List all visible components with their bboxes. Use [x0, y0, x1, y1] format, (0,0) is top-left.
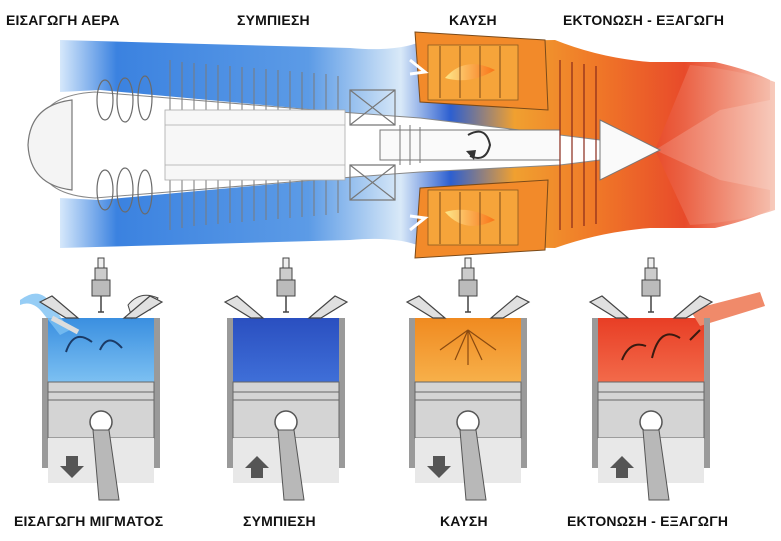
cylinder-wall-left-compression	[227, 318, 233, 468]
piston-stroke-compression	[233, 318, 339, 382]
exhaust-port-compression	[309, 296, 347, 318]
combustion-chamber-bottom	[410, 180, 548, 258]
combustion-chamber-top	[410, 32, 548, 110]
exhaust-port-combustion	[491, 296, 529, 318]
intake-port-exhaust	[590, 296, 628, 318]
cylinder-wall-right-combustion	[521, 318, 527, 468]
intake-port-compression	[225, 296, 263, 318]
spark-plug-compression	[280, 268, 292, 280]
cylinder-wall-left-exhaust	[592, 318, 598, 468]
cylinder-wall-right-compression	[339, 318, 345, 468]
piston-stroke-exhaust	[598, 292, 765, 382]
cylinder-wall-right-exhaust	[704, 318, 710, 468]
jet-engine	[28, 32, 775, 258]
spark-plug-exhaust	[645, 268, 657, 280]
cylinder-chamber-compression	[233, 318, 339, 382]
piston-stroke-combustion	[415, 318, 521, 382]
cylinder-wall-right-intake	[154, 318, 160, 468]
intake-port-combustion	[407, 296, 445, 318]
spark-plug-intake	[95, 268, 107, 280]
spark-plug-combustion	[462, 268, 474, 280]
nose-cone	[28, 100, 72, 190]
cylinder-wall-left-combustion	[409, 318, 415, 468]
cylinder-chamber-exhaust	[598, 318, 704, 382]
cylinder-wall-left-intake	[42, 318, 48, 468]
